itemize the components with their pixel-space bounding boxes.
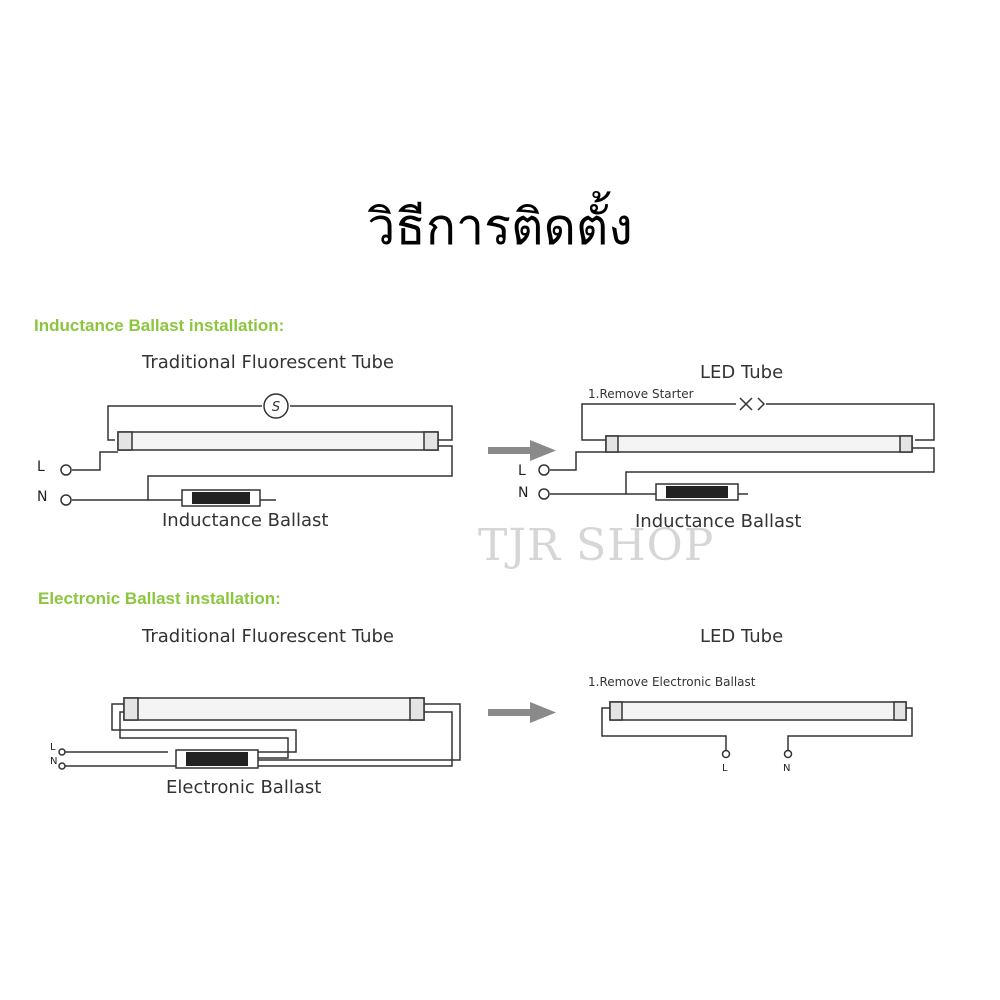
led-tube-2 bbox=[609, 701, 907, 721]
live-wire bbox=[72, 451, 118, 471]
n-output-terminal bbox=[783, 749, 793, 759]
led-tube bbox=[605, 435, 913, 453]
inductance-left-terminal-l: L bbox=[37, 459, 45, 475]
electronic-heading: Electronic Ballast installation: bbox=[38, 589, 281, 608]
inductance-right-circuit bbox=[538, 397, 935, 501]
n-terminal-icon bbox=[60, 494, 72, 506]
remove-electronic-ballast-note: 1.Remove Electronic Ballast bbox=[588, 675, 756, 689]
inductance-left-terminal-n: N bbox=[37, 489, 48, 505]
l-terminal-icon bbox=[60, 464, 72, 476]
inductance-left-circuit: S bbox=[60, 393, 453, 507]
electronic-right-circuit bbox=[601, 701, 913, 759]
starter-loop-wire bbox=[107, 405, 262, 441]
removed-starter-icon bbox=[739, 397, 766, 411]
starter-symbol: S bbox=[272, 400, 280, 415]
electronic-ballast-label: Electronic Ballast bbox=[166, 777, 322, 798]
arrow-icon-2 bbox=[488, 702, 556, 723]
inductance-left-tube-label: Traditional Fluorescent Tube bbox=[142, 352, 394, 373]
l-output-terminal bbox=[721, 749, 731, 759]
electronic-left-circuit bbox=[58, 697, 461, 770]
electronic-right-tube-label: LED Tube bbox=[700, 626, 784, 647]
electronic-left-terminal-l: L bbox=[50, 742, 56, 753]
fluorescent-tube-2 bbox=[123, 697, 425, 721]
inductance-right-terminal-n: N bbox=[518, 485, 529, 501]
remove-starter-note: 1.Remove Starter bbox=[588, 387, 694, 401]
starter-icon bbox=[263, 393, 289, 419]
inductance-right-tube-label: LED Tube bbox=[700, 362, 784, 383]
inductance-left-ballast-label: Inductance Ballast bbox=[162, 510, 329, 531]
fluorescent-tube bbox=[117, 431, 439, 451]
electronic-left-terminal-n: N bbox=[50, 756, 58, 767]
electronic-right-terminal-n: N bbox=[783, 763, 791, 774]
inductance-right-ballast-label: Inductance Ballast bbox=[635, 511, 802, 532]
electronic-right-terminal-l: L bbox=[722, 763, 728, 774]
page-title: วิธีการติดตั้ง bbox=[367, 198, 633, 256]
electronic-left-tube-label: Traditional Fluorescent Tube bbox=[142, 626, 394, 647]
inductance-heading: Inductance Ballast installation: bbox=[34, 316, 285, 335]
watermark: TJR SHOP bbox=[478, 520, 715, 571]
arrow-icon-1 bbox=[488, 440, 556, 461]
inductance-right-terminal-l: L bbox=[518, 463, 526, 479]
